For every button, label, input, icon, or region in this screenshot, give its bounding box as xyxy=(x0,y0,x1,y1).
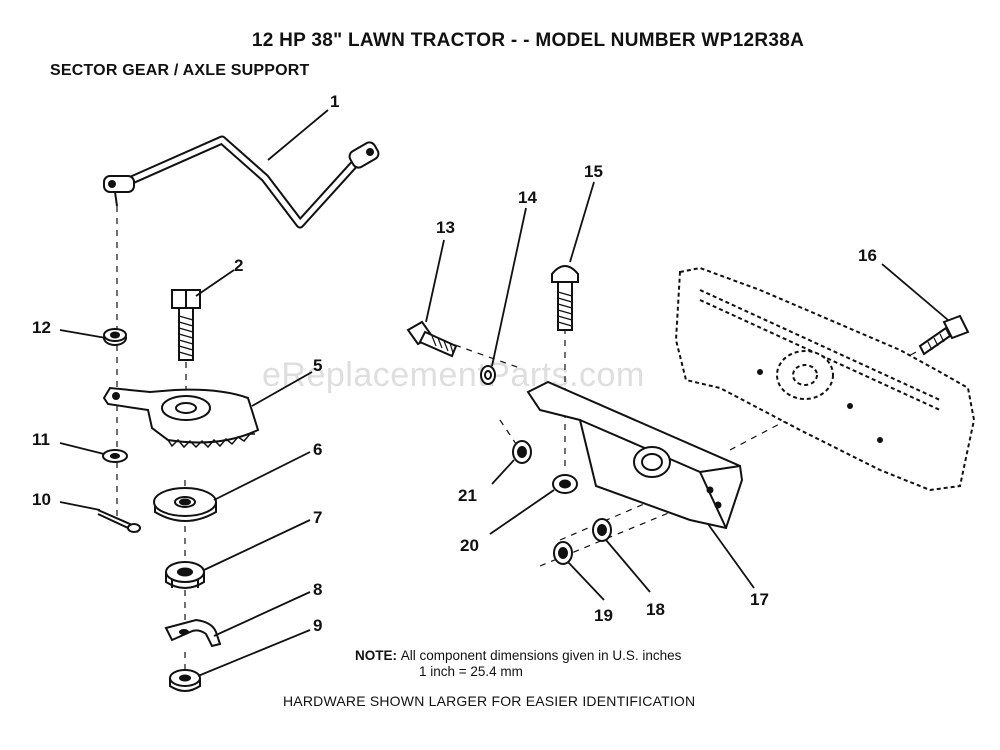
callout-15: 15 xyxy=(584,162,603,181)
callout-2: 2 xyxy=(234,256,244,275)
callout-14: 14 xyxy=(518,188,537,207)
diagram-title: 12 HP 38" LAWN TRACTOR - - MODEL NUMBER … xyxy=(251,30,805,51)
part-spacer-disc xyxy=(153,487,217,522)
callout-16: 16 xyxy=(858,246,877,265)
note-line-1: All component dimensions given in U.S. i… xyxy=(400,648,682,663)
callout-19: 19 xyxy=(594,606,613,625)
note-line-2: 1 inch = 25.4 mm xyxy=(419,664,523,679)
callout-8: 8 xyxy=(313,580,323,599)
part-cotter-pin xyxy=(97,509,141,533)
part-bushing-14 xyxy=(480,365,496,385)
callout-21: 21 xyxy=(458,486,477,505)
hardware-note: HARDWARE SHOWN LARGER FOR EASIER IDENTIF… xyxy=(283,693,696,709)
section-title: SECTOR GEAR / AXLE SUPPORT xyxy=(50,62,310,79)
part-sector-gear xyxy=(102,386,260,449)
part-bracket-clip xyxy=(164,618,222,648)
callout-10: 10 xyxy=(32,490,51,509)
part-axle-support xyxy=(526,380,744,530)
part-nut-19 xyxy=(553,541,573,565)
watermark: eReplacementParts.com xyxy=(262,356,645,394)
part-nut-18 xyxy=(592,518,612,542)
part-bolt-13 xyxy=(406,320,458,358)
callout-12: 12 xyxy=(32,318,51,337)
callout-20: 20 xyxy=(460,536,479,555)
callout-17: 17 xyxy=(750,590,769,609)
callout-5: 5 xyxy=(313,356,323,375)
part-drag-link xyxy=(103,135,380,229)
callout-1: 1 xyxy=(330,92,340,111)
callout-6: 6 xyxy=(313,440,323,459)
part-nut-small xyxy=(103,328,127,346)
callout-13: 13 xyxy=(436,218,455,237)
part-bolt-16 xyxy=(918,314,970,356)
leader-lines xyxy=(59,109,949,677)
note-label: NOTE: xyxy=(355,648,397,663)
part-carriage-bolt xyxy=(551,265,579,331)
part-washer xyxy=(102,449,128,463)
part-nut-20 xyxy=(552,474,578,494)
part-hex-nut xyxy=(165,561,205,589)
part-front-axle xyxy=(674,266,976,492)
part-bolt xyxy=(171,289,201,361)
callout-7: 7 xyxy=(313,508,323,527)
part-nut-21 xyxy=(512,440,532,464)
callout-9: 9 xyxy=(313,616,323,635)
part-nut-bottom xyxy=(169,669,201,692)
callout-11: 11 xyxy=(32,430,50,449)
dimension-note: NOTE: All component dimensions given in … xyxy=(355,648,681,680)
callout-18: 18 xyxy=(646,600,665,619)
